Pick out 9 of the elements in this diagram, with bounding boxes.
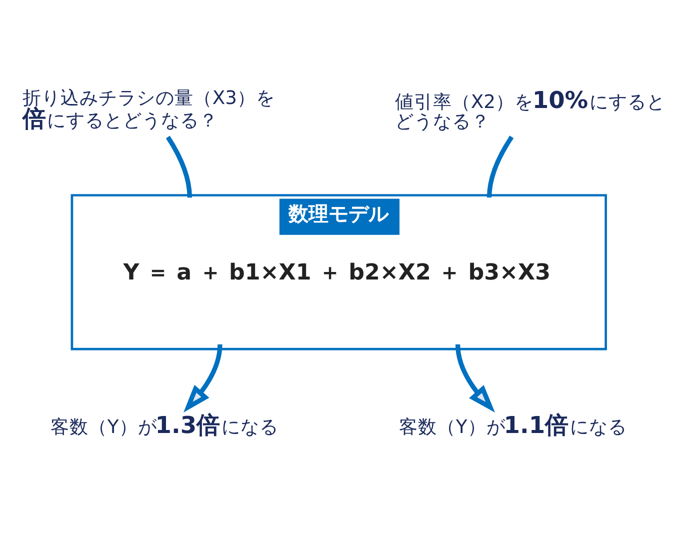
arrow [455, 344, 495, 412]
connector [486, 136, 514, 198]
connector [166, 136, 192, 198]
node-text: 客数（Y）が1.3倍になる [50, 412, 279, 440]
node-text: 値引率（X2）を10%にするとどうなる？ [394, 86, 666, 132]
node-text: 折り込みチラシの量（X3）を倍にするとどうなる？ [22, 88, 276, 132]
node-box: 数理モデル Y ＝ a ＋ b1×X1 ＋ b2×X2 ＋ b3×X3 [70, 194, 607, 350]
node-text: 客数（Y）が1.1倍になる [398, 412, 628, 440]
arrow [184, 344, 222, 412]
